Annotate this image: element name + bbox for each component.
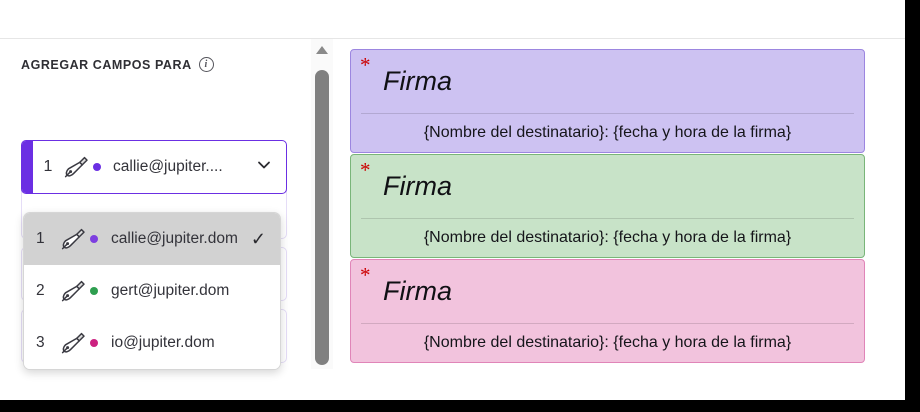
header-divider xyxy=(0,38,905,39)
dropdown-item-index: 3 xyxy=(36,334,45,351)
scroll-up-arrow-icon[interactable] xyxy=(316,46,328,54)
dropdown-item-index: 1 xyxy=(36,230,45,247)
card-divider xyxy=(361,323,854,324)
signature-field-subtitle: {Nombre del destinatario}: {fecha y hora… xyxy=(423,334,792,351)
required-asterisk: * xyxy=(360,158,371,182)
document-field-area: * Firma {Nombre del destinatario}: {fech… xyxy=(350,39,890,379)
signature-field-card[interactable]: * Firma {Nombre del destinatario}: {fech… xyxy=(350,259,865,363)
recipient-dropdown-menu[interactable]: 1 callie@jupiter.dom ✓ 2 xyxy=(23,212,281,370)
info-icon[interactable]: i xyxy=(198,57,214,72)
signature-field-title: Firma xyxy=(383,276,452,306)
card-divider xyxy=(361,218,854,219)
chevron-down-icon[interactable] xyxy=(256,157,272,178)
window-frame-right xyxy=(905,0,920,412)
required-asterisk: * xyxy=(360,263,371,287)
check-icon: ✓ xyxy=(250,229,266,249)
scrollbar-thumb[interactable] xyxy=(315,70,329,365)
signature-field-card[interactable]: * Firma {Nombre del destinatario}: {fech… xyxy=(350,154,865,258)
signature-field-title-row: * Firma xyxy=(351,50,864,113)
recipient-index: 1 xyxy=(43,158,53,175)
dropdown-item-email: io@jupiter.dom xyxy=(111,334,215,351)
document-scrollbar[interactable] xyxy=(311,39,333,369)
pen-nib-icon xyxy=(60,227,86,251)
recipient-color-dot xyxy=(90,235,98,243)
dropdown-item-recipient-2[interactable]: 2 gert@jupiter.dom xyxy=(24,265,280,317)
signature-field-subtitle: {Nombre del destinatario}: {fecha y hora… xyxy=(423,229,792,246)
signature-field-title-row: * Firma xyxy=(351,260,864,323)
pen-nib-icon xyxy=(63,155,89,179)
pen-nib-icon xyxy=(60,279,86,303)
recipient-accent-bar xyxy=(22,141,33,193)
recipient-email: callie@jupiter.... xyxy=(113,158,223,175)
signature-field-title: Firma xyxy=(383,66,452,96)
required-asterisk: * xyxy=(360,53,371,77)
recipient-select-trigger[interactable]: 1 callie@jupiter.... xyxy=(21,140,287,194)
signature-field-subtitle: {Nombre del destinatario}: {fecha y hora… xyxy=(423,124,792,141)
dropdown-item-recipient-3[interactable]: 3 io@jupiter.dom xyxy=(24,317,280,369)
signature-field-title: Firma xyxy=(383,171,452,201)
window-frame-bottom xyxy=(0,400,920,412)
recipient-color-dot xyxy=(93,163,101,171)
pen-nib-icon xyxy=(60,331,86,355)
dropdown-item-email: callie@jupiter.dom xyxy=(111,230,238,247)
panel-heading: AGREGAR CAMPOS PARA i xyxy=(21,57,214,72)
add-fields-panel: AGREGAR CAMPOS PARA i 1 callie@jupiter..… xyxy=(0,39,300,400)
recipient-color-dot xyxy=(90,339,98,347)
signature-field-title-row: * Firma xyxy=(351,155,864,218)
dropdown-item-index: 2 xyxy=(36,282,45,299)
dropdown-item-email: gert@jupiter.dom xyxy=(111,282,230,299)
card-divider xyxy=(361,113,854,114)
recipient-color-dot xyxy=(90,287,98,295)
signature-field-card[interactable]: * Firma {Nombre del destinatario}: {fech… xyxy=(350,49,865,153)
panel-heading-label: AGREGAR CAMPOS PARA xyxy=(21,57,192,72)
dropdown-item-recipient-1[interactable]: 1 callie@jupiter.dom ✓ xyxy=(24,213,280,265)
